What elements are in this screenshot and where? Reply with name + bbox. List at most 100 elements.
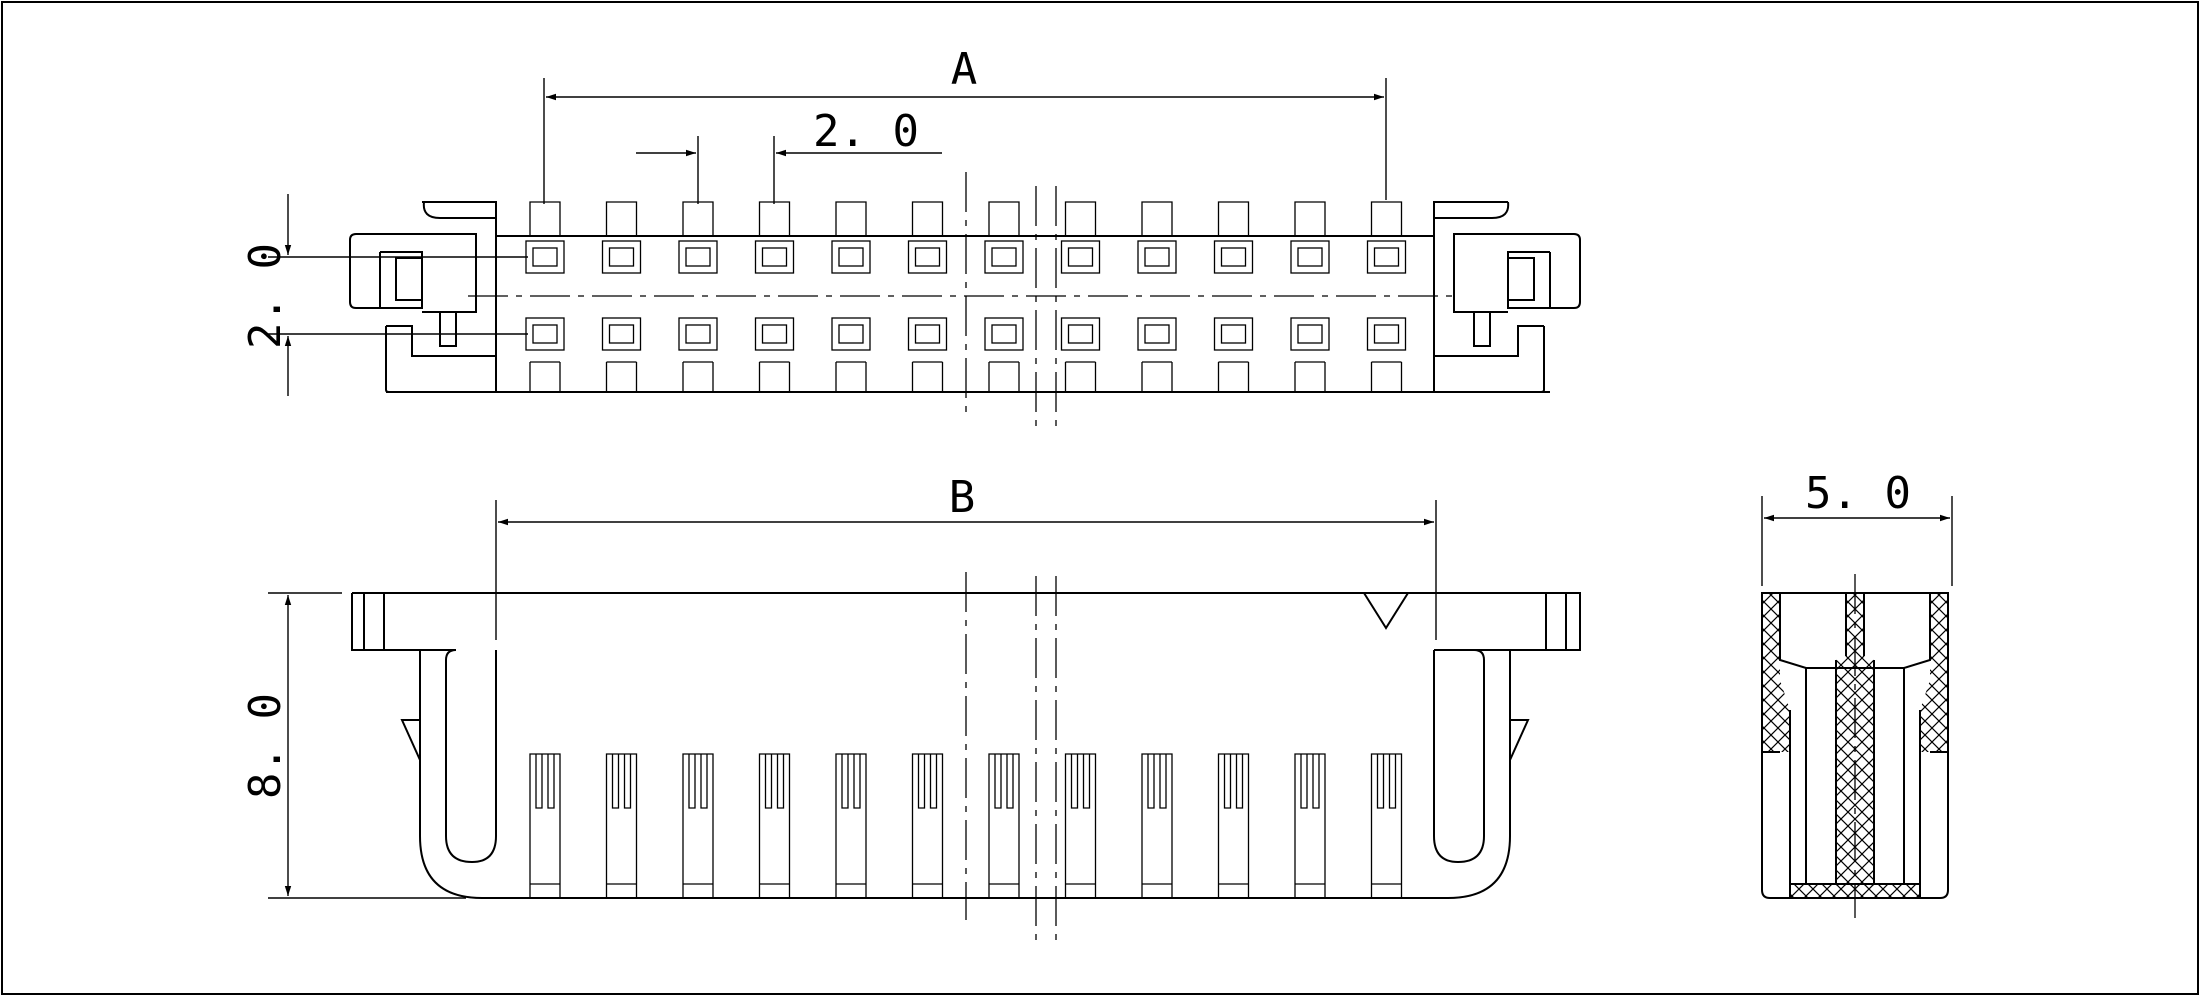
top-pin-pair (1137, 201, 1177, 392)
side-view-hatch-center (1836, 593, 1874, 886)
contact-window-inner (685, 324, 711, 344)
contact-window-inner (761, 324, 788, 344)
pin-slot-bottom (911, 361, 944, 392)
contact-window (1290, 240, 1330, 274)
top-pin-pair (907, 201, 948, 392)
contact-window-inner (532, 247, 558, 267)
contact-window-inner (1067, 247, 1094, 267)
contact-window-inner (761, 247, 788, 267)
contact-window-inner (1373, 247, 1400, 267)
contact-window (601, 317, 642, 351)
top-pin-pair (678, 201, 718, 392)
contact-window (678, 317, 718, 351)
front-pin-contact (1064, 753, 1097, 898)
front-view-left-latch (400, 649, 1372, 899)
front-view-right-latch (1372, 649, 1530, 899)
front-pin-contact (605, 753, 638, 898)
top-view-right-latch (1434, 233, 1581, 393)
front-pin (758, 753, 791, 898)
contact-window-inner (838, 324, 864, 344)
pin-slot-top (1141, 201, 1173, 236)
pin-slot-bottom (1141, 361, 1173, 392)
front-pin (1217, 753, 1250, 898)
front-pin-contact (1217, 753, 1250, 898)
front-pin-contact (1294, 753, 1326, 898)
contact-window-inner (1297, 247, 1323, 267)
pin-slot-top (529, 201, 561, 236)
top-pin-pair (831, 201, 871, 392)
contact-window-inner (608, 247, 635, 267)
pin-slot-bottom (682, 361, 714, 392)
contact-window (525, 317, 565, 351)
front-pin-contact (1141, 753, 1173, 898)
pin-slot-bottom (1064, 361, 1097, 392)
pin-slot-top (605, 201, 638, 236)
pin-slot-top (911, 201, 944, 236)
pin-slot-bottom (835, 361, 867, 392)
contact-window (907, 317, 948, 351)
contact-window (1213, 317, 1254, 351)
contact-window-inner (608, 324, 635, 344)
top-pin-pair (754, 201, 795, 392)
width-label: 5. 0 (1805, 468, 1911, 519)
contact-window (984, 240, 1024, 274)
dim-b-label: B (949, 472, 976, 523)
front-pin (1370, 753, 1403, 898)
contact-window (525, 240, 565, 274)
front-pin (1064, 753, 1097, 898)
front-pin-contact (911, 753, 944, 898)
pitch-horizontal-label: 2. 0 (813, 106, 919, 157)
top-pin-pair (1290, 201, 1330, 392)
contact-window (754, 240, 795, 274)
side-view-hatch-left (1762, 593, 1790, 752)
pin-slot-bottom (1370, 361, 1403, 392)
top-view: A 2. 0 2. 0 (240, 44, 1581, 428)
front-pin-contact (529, 753, 561, 898)
pin-slot-top (682, 201, 714, 236)
contact-window-inner (1144, 324, 1170, 344)
contact-window-inner (1220, 324, 1247, 344)
contact-window-inner (1067, 324, 1094, 344)
contact-window (907, 240, 948, 274)
top-pin-pair (984, 201, 1024, 392)
contact-window-inner (991, 324, 1017, 344)
contact-window (1137, 240, 1177, 274)
side-view-hatch-right (1920, 593, 1948, 752)
front-pin-contact (758, 753, 791, 898)
contact-window-inner (838, 247, 864, 267)
pitch-vertical-label: 2. 0 (240, 243, 291, 349)
front-pin-contact (988, 753, 1020, 898)
pin-slot-top (988, 201, 1020, 236)
pin-slot-top (1217, 201, 1250, 236)
pin-slot-top (835, 201, 867, 236)
contact-window-inner (685, 247, 711, 267)
contact-window (831, 240, 871, 274)
contact-window-inner (914, 324, 941, 344)
front-pin (835, 753, 867, 898)
front-pin-contact (1370, 753, 1403, 898)
contact-window-inner (1144, 247, 1170, 267)
pin-slot-bottom (758, 361, 791, 392)
front-pin (605, 753, 638, 898)
contact-window (1060, 317, 1101, 351)
front-pin (682, 753, 714, 898)
top-view-body-outline (386, 201, 1550, 393)
front-pin (529, 753, 561, 898)
pin-slot-top (1370, 201, 1403, 236)
front-pin (1294, 753, 1326, 898)
front-pin (988, 753, 1020, 898)
contact-window (984, 317, 1024, 351)
contact-window (1137, 317, 1177, 351)
top-pin-pair (1213, 201, 1254, 392)
pin-slot-bottom (1294, 361, 1326, 392)
top-pin-pair (601, 201, 642, 392)
contact-window-inner (914, 247, 941, 267)
contact-window-inner (1373, 324, 1400, 344)
front-pin (911, 753, 944, 898)
contact-window (1213, 240, 1254, 274)
contact-window-inner (532, 324, 558, 344)
dim-a-label: A (951, 44, 978, 95)
